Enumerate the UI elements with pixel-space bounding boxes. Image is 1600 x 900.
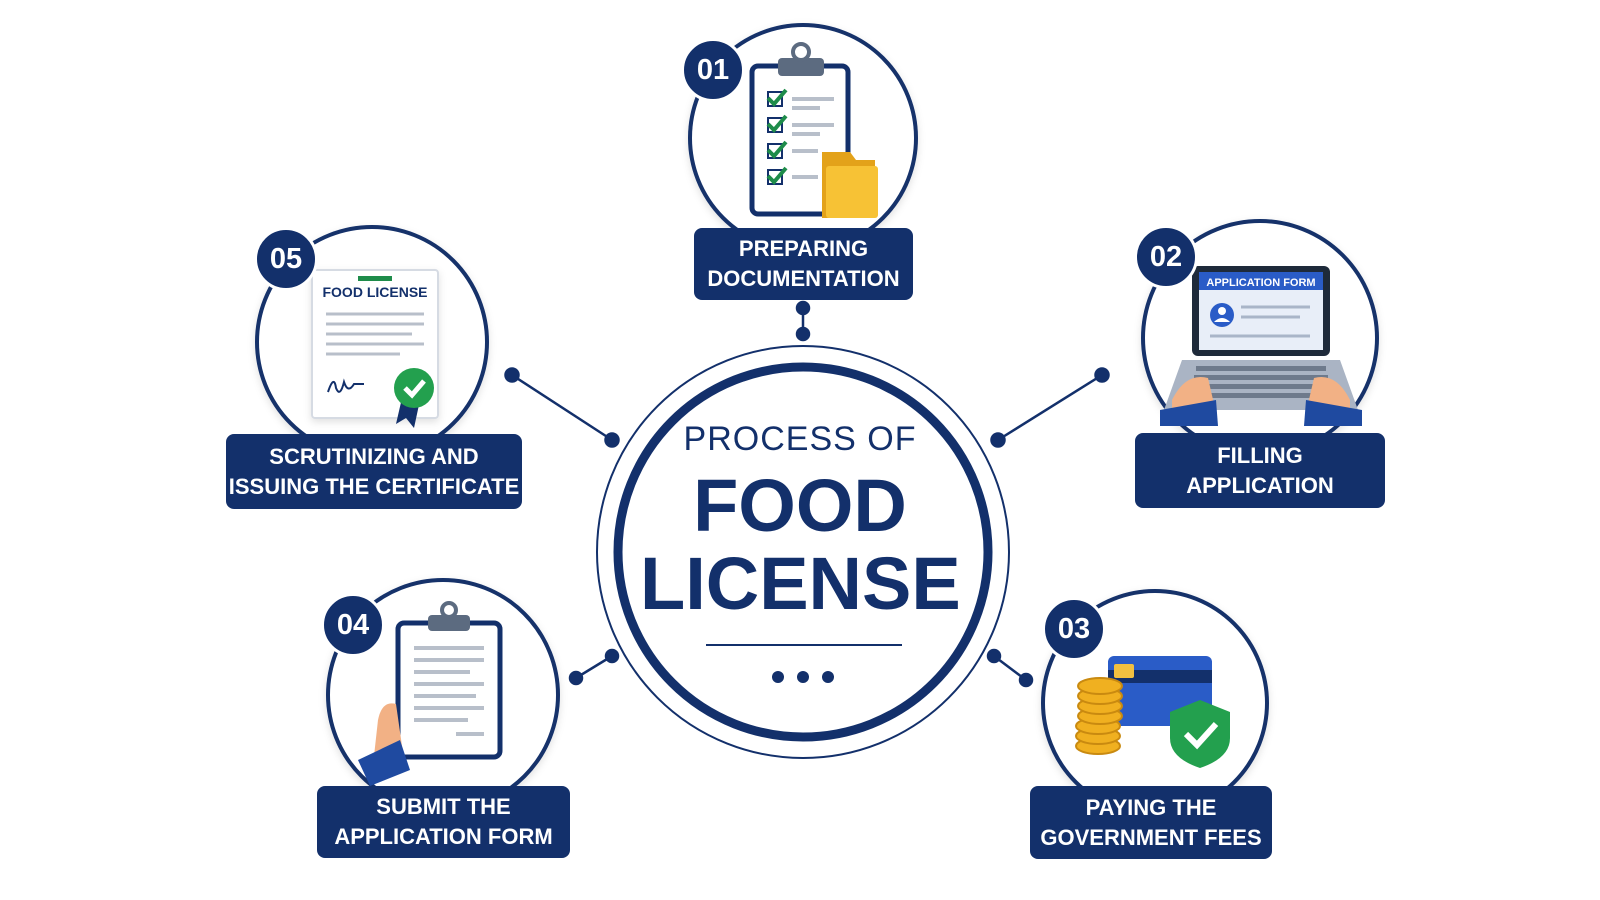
step-number-05: 05 — [254, 227, 318, 291]
step-label-02: FILLING APPLICATION — [1135, 433, 1385, 508]
step-label-02-line1: FILLING — [1217, 442, 1303, 468]
step-number-02: 02 — [1134, 225, 1198, 289]
step-label-01-line1: PREPARING — [738, 236, 869, 261]
center-hub — [596, 345, 1010, 759]
step-label-01: PREPARING DOCUMENTATION — [694, 228, 913, 300]
certificate-title: FOOD LICENSE — [322, 284, 427, 300]
title-line1: PROCESS OF — [683, 420, 917, 458]
step-label-05-line1: SCRUTINIZING AND — [269, 443, 479, 469]
step-label-03-line2: GOVERNMENT FEES — [1040, 824, 1262, 850]
step-label-05-line2: ISSUING THE CERTIFICATE — [228, 473, 520, 499]
step-number-01: 01 — [681, 38, 745, 102]
certificate-icon — [311, 269, 439, 428]
clipboard-checklist-icon — [749, 42, 878, 218]
step-label-05: SCRUTINIZING AND ISSUING THE CERTIFICATE — [226, 434, 522, 509]
step-label-03-line1: PAYING THE — [1085, 794, 1217, 820]
title-line2: FOOD — [693, 464, 907, 547]
center-title: PROCESS OF FOOD LICENSE — [640, 420, 961, 625]
laptop-icon — [1160, 266, 1362, 426]
step-number-03: 03 — [1042, 597, 1106, 661]
step-number-04: 04 — [321, 593, 385, 657]
step-label-03: PAYING THE GOVERNMENT FEES — [1030, 786, 1272, 859]
step-label-04-line1: SUBMIT THE — [376, 794, 511, 819]
step-label-04-line2: APPLICATION FORM — [334, 824, 553, 849]
step-label-04: SUBMIT THE APPLICATION FORM — [317, 786, 570, 858]
payment-card-coins-icon — [1075, 656, 1230, 768]
title-line3: LICENSE — [640, 542, 961, 625]
step-label-01-line2: DOCUMENTATION — [707, 266, 900, 291]
step-label-02-line2: APPLICATION — [1186, 472, 1334, 498]
submit-clipboard-icon — [358, 601, 503, 786]
screen-label: APPLICATION FORM — [1206, 277, 1315, 289]
connectors — [504, 300, 1110, 688]
